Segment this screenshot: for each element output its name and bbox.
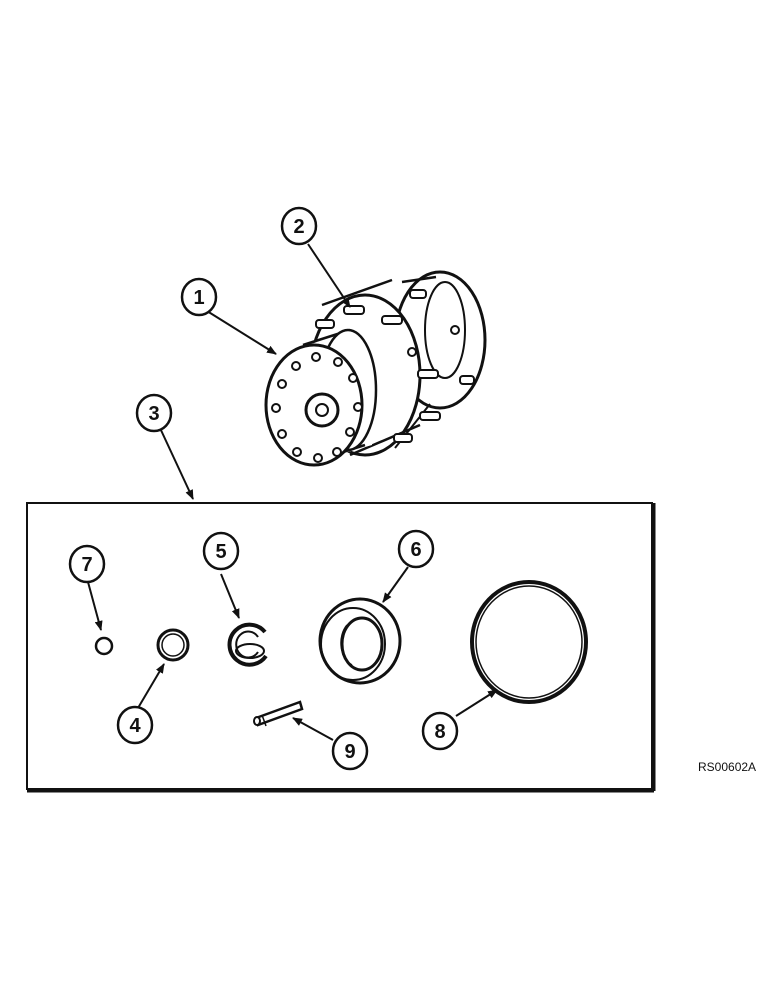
callout-4: 4 bbox=[116, 705, 154, 745]
hub-assembly-drawing bbox=[264, 270, 487, 467]
callout-2-label: 2 bbox=[293, 216, 304, 238]
callout-3: 3 bbox=[135, 393, 173, 433]
callout-8-label: 8 bbox=[434, 721, 445, 743]
part-6-seal bbox=[318, 597, 402, 685]
callout-9-label: 9 bbox=[344, 741, 355, 763]
part-4-ring bbox=[156, 628, 190, 662]
callout-1-label: 1 bbox=[193, 287, 204, 309]
callout-6: 6 bbox=[397, 529, 435, 569]
callout-7-label: 7 bbox=[81, 554, 92, 576]
part-5-split-ring bbox=[227, 622, 268, 667]
callout-1: 1 bbox=[180, 277, 218, 317]
callout-3-label: 3 bbox=[148, 403, 159, 425]
part-7-small-ring bbox=[94, 636, 114, 656]
part-9-pin bbox=[253, 700, 304, 727]
callout-9: 9 bbox=[331, 731, 369, 771]
callout-2: 2 bbox=[280, 206, 318, 246]
leader-lines bbox=[87, 243, 498, 741]
callout-5: 5 bbox=[202, 531, 240, 571]
callout-5-label: 5 bbox=[215, 541, 226, 563]
part-8-o-ring bbox=[470, 580, 588, 704]
callout-6-label: 6 bbox=[410, 539, 421, 561]
callout-4-label: 4 bbox=[129, 715, 141, 737]
figure-code: RS00602A bbox=[698, 760, 756, 774]
callout-8: 8 bbox=[421, 711, 459, 751]
callout-7: 7 bbox=[68, 544, 106, 584]
